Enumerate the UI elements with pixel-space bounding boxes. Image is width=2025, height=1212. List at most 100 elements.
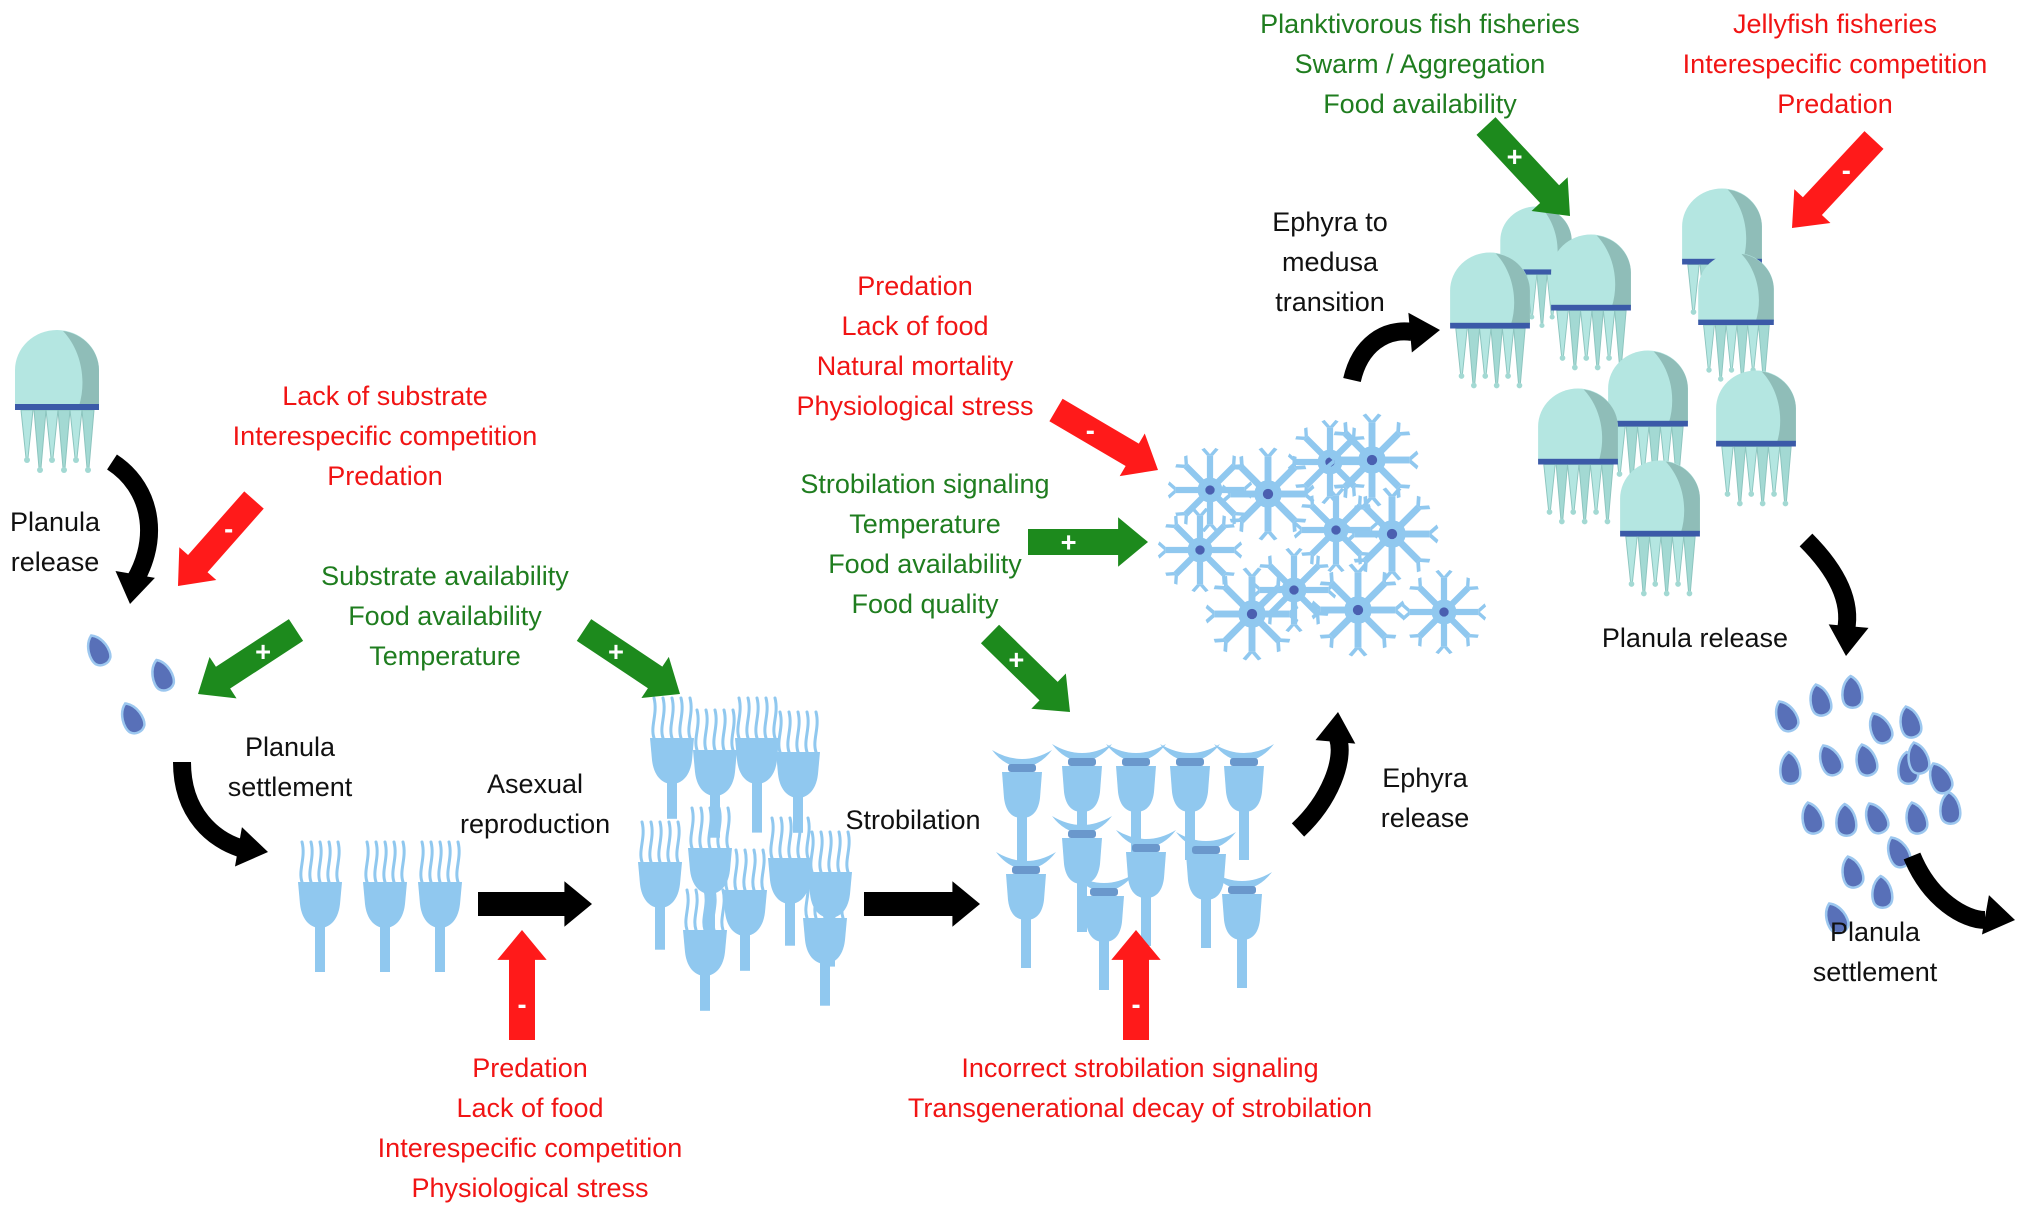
planula-icon xyxy=(1774,700,1800,733)
svg-text:+: + xyxy=(608,636,624,667)
flow-arrow-strobilation xyxy=(864,881,980,927)
polyp-icon xyxy=(735,696,779,833)
svg-text:-: - xyxy=(517,988,526,1019)
planula-icon xyxy=(1907,741,1931,775)
planula-icon xyxy=(1899,705,1923,739)
label-ephyra-release: Ephyra release xyxy=(1360,758,1490,838)
label-planula-settlement-2-line: Planula xyxy=(1829,917,1921,947)
planula-icon xyxy=(1939,790,1962,825)
strobila-icon xyxy=(1116,830,1176,946)
label-planula-settlement-1-line: settlement xyxy=(227,772,353,802)
organisms-layer xyxy=(15,188,1962,1011)
factors-medusa-positive-line: Swarm / Aggregation xyxy=(1294,49,1546,79)
planula-icon xyxy=(1818,744,1844,777)
label-asexual-reproduction-line: Asexual xyxy=(486,769,584,799)
label-planula-settlement-1: Planula settlement xyxy=(220,727,360,807)
label-planula-settlement-2-line: settlement xyxy=(1812,957,1938,987)
medusa-icon xyxy=(1450,252,1530,389)
planula-icon xyxy=(1868,712,1894,745)
svg-text:+: + xyxy=(255,636,271,667)
factors-medusa-negative-line: Predation xyxy=(1777,89,1893,119)
label-ephyra-release-line: release xyxy=(1380,803,1470,833)
svg-text:-: - xyxy=(1086,415,1095,446)
label-ephyra-to-medusa-line: Ephyra to xyxy=(1272,207,1388,237)
polyp-icon xyxy=(638,820,682,950)
positive-factor-arrow-strobilation: + xyxy=(980,624,1071,713)
factors-settlement-positive-line: Substrate availability xyxy=(321,561,569,591)
planula-icon xyxy=(151,658,176,692)
factors-strobilation-negative-line: Transgenerational decay of strobilation xyxy=(907,1093,1373,1123)
polyp-icon xyxy=(363,840,407,972)
factors-medusa-negative-line: Jellyfish fisheries xyxy=(1732,9,1938,39)
factors-settlement-positive-line: Food availability xyxy=(348,601,542,631)
label-planula-settlement-2: Planula settlement xyxy=(1800,912,1950,992)
positive-factor-arrow-ephyra: + xyxy=(1028,517,1148,567)
polyp-icon xyxy=(768,816,812,946)
polyp-icon xyxy=(803,876,847,1006)
strobila-icon xyxy=(1106,744,1166,860)
label-planula-settlement-1-line: Planula xyxy=(244,732,336,762)
medusa-icon xyxy=(1538,388,1618,525)
svg-text:+: + xyxy=(1008,644,1024,675)
strobila-icon xyxy=(1212,872,1272,988)
svg-text:-: - xyxy=(1131,988,1140,1019)
planula-icon xyxy=(1864,802,1890,835)
label-ephyra-release-line: Ephyra xyxy=(1382,763,1468,793)
negative-factor-arrow-strobilation: - xyxy=(1111,930,1161,1040)
ephyra-icon xyxy=(1157,507,1243,593)
label-ephyra-to-medusa: Ephyra to medusa transition xyxy=(1250,202,1410,322)
factors-ephyra-negative-line: Physiological stress xyxy=(796,391,1034,421)
label-ephyra-to-medusa-line: transition xyxy=(1275,287,1385,317)
factors-polyp-negative-line: Interespecific competition xyxy=(377,1133,683,1163)
svg-text:-: - xyxy=(1842,154,1851,185)
label-planula-release-1-line: Planula xyxy=(9,507,101,537)
label-planula-release-2: Planula release xyxy=(1565,618,1825,658)
planula-icon xyxy=(1835,802,1858,837)
planula-icon xyxy=(1824,902,1850,935)
planula-icon xyxy=(1871,874,1894,909)
medusa-icon xyxy=(1698,253,1774,382)
flow-arrow-ephyra-release xyxy=(1291,712,1356,837)
label-ephyra-to-medusa-line: medusa xyxy=(1281,247,1379,277)
ephyra-icon xyxy=(1345,487,1439,581)
flow-arrow-planula-release xyxy=(106,454,158,604)
planula-icon xyxy=(1905,801,1929,835)
label-planula-release-1-line: release xyxy=(10,547,100,577)
ephyra-icon xyxy=(1311,563,1405,657)
factors-strobilation-positive-line: Food quality xyxy=(851,589,999,619)
planula-icon xyxy=(1841,855,1865,889)
ephyra-icon xyxy=(1325,413,1419,507)
factors-strobilation-positive-line: Strobilation signaling xyxy=(800,469,1050,499)
medusa-icon xyxy=(15,330,99,473)
negative-factor-arrow-medusa: - xyxy=(1791,131,1884,228)
planula-icon xyxy=(1801,801,1825,835)
label-planula-release-1: Planula release xyxy=(0,502,110,582)
negative-factor-arrow-ephyra: - xyxy=(1049,398,1159,477)
factors-strobilation-negative-line: Incorrect strobilation signaling xyxy=(961,1053,1319,1083)
polyp-icon xyxy=(693,708,737,838)
factors-strobilation-positive-line: Temperature xyxy=(849,509,1001,539)
flow-arrow-planula-settlement-2 xyxy=(1903,852,2015,935)
medusa-icon xyxy=(1620,460,1700,597)
polyp-icon xyxy=(683,888,727,1011)
flow-arrow-ephyra-to-medusa xyxy=(1343,312,1440,383)
negative-factor-arrow-planula: - xyxy=(178,491,264,586)
factors-planula-negative-line: Lack of substrate xyxy=(282,381,488,411)
polyp-icon xyxy=(776,710,820,833)
factors-medusa-negative-line: Interespecific competition xyxy=(1682,49,1988,79)
strobila-icon xyxy=(1160,744,1220,860)
positive-factor-arrow-settlement: + xyxy=(198,619,304,699)
factors-medusa-positive-line: Food availability xyxy=(1323,89,1517,119)
factors-polyp-negative-line: Predation xyxy=(472,1053,588,1083)
medusa-icon xyxy=(1716,370,1796,507)
ephyra-icon xyxy=(1251,547,1337,633)
flow-arrow-planula-release-2 xyxy=(1799,533,1869,656)
